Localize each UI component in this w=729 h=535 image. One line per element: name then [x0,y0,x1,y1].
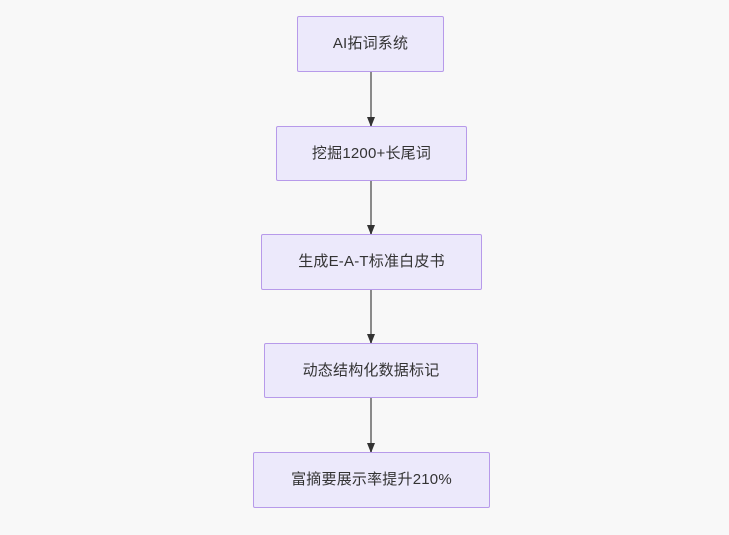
flow-node-mine-longtail-keywords[interactable]: 挖掘1200+长尾词 [276,126,467,181]
flow-node-label: 生成E-A-T标准白皮书 [298,253,445,270]
flow-node-dynamic-structured-data-markup[interactable]: 动态结构化数据标记 [264,343,478,398]
flow-node-generate-eat-whitepaper[interactable]: 生成E-A-T标准白皮书 [261,234,482,290]
flow-node-label: AI拓词系统 [332,35,409,52]
flow-node-rich-snippet-impression-lift[interactable]: 富摘要展示率提升210% [253,452,490,508]
flow-node-label: 富摘要展示率提升210% [291,471,452,488]
flow-node-ai-keyword-system[interactable]: AI拓词系统 [297,16,444,72]
flow-node-label: 挖掘1200+长尾词 [311,144,432,162]
flow-node-label: 动态结构化数据标记 [302,361,440,379]
